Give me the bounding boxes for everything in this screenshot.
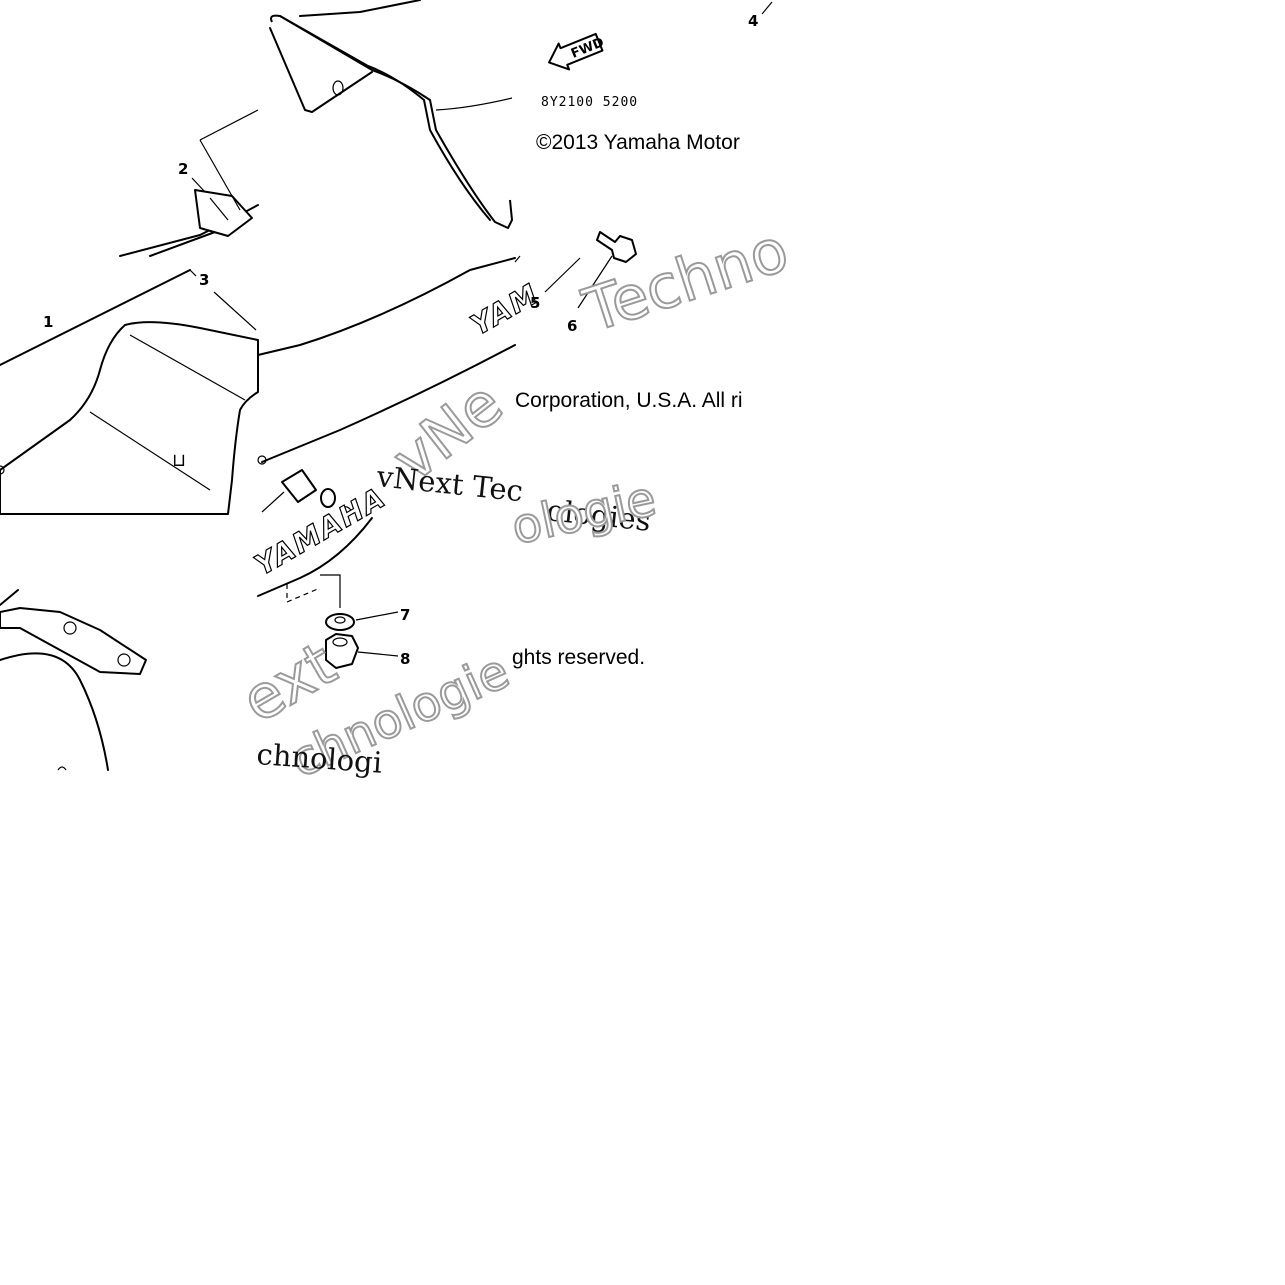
copyright-line-1: ©2013 Yamaha Motor	[536, 131, 740, 154]
leader-2	[199, 139, 241, 211]
callout-3: 3	[199, 271, 209, 289]
callout-7: 7	[400, 606, 410, 624]
callout-1: 1	[43, 313, 53, 331]
tile-top-left: 2	[119, 109, 259, 257]
washer-small	[320, 488, 336, 508]
tile-middle-left: 1 3 ⊔	[0, 269, 259, 515]
bracket-fold	[209, 197, 229, 221]
nut-part-8	[325, 633, 359, 669]
tile-top-middle	[269, 0, 513, 229]
bolt-part-6	[596, 231, 637, 263]
watermark-vnext-tec: vNext Tec	[374, 459, 524, 508]
shroud-inner	[279, 15, 491, 221]
cowl-body	[0, 321, 259, 515]
washer-part-7	[325, 613, 355, 631]
cowl-mark: ⊔	[172, 450, 186, 471]
leader-center	[261, 491, 285, 513]
fender-outline	[0, 652, 109, 771]
tile-bottom-middle: YAMAHA 7 8	[248, 480, 410, 669]
cowl-crease-2	[89, 411, 211, 491]
tile-bottom-left	[0, 589, 147, 771]
tile-middle-right: 5 6 Corporation, U.S.A. All ri	[514, 231, 743, 412]
cowl-inner-edge	[149, 231, 216, 257]
plate-hole-2	[117, 653, 131, 667]
leader-4	[761, 1, 773, 15]
shroud-top-edge	[299, 0, 421, 17]
watermark-techno: Techno	[575, 215, 796, 347]
callout-2: 2	[178, 160, 188, 178]
fwd-arrow-icon: FWD	[548, 32, 606, 71]
part-code: 8Y2100 5200	[541, 95, 638, 110]
leader-3	[213, 291, 257, 331]
watermark-ologie-faded: ologie	[507, 471, 661, 556]
panel-lower-edge	[261, 344, 516, 463]
shroud-hole	[332, 80, 344, 96]
leader-4-line	[435, 97, 513, 111]
leader-mount	[320, 574, 341, 608]
copyright-line-3: ghts reserved.	[512, 646, 645, 669]
bracket-part-2	[194, 189, 253, 237]
cowl-crease	[129, 334, 246, 401]
copyright-line-2: Corporation, U.S.A. All ri	[515, 389, 743, 412]
callout-4: 4	[748, 12, 758, 30]
tile-bottom-right: ghts reserved.	[512, 646, 645, 669]
leader-5	[544, 257, 581, 293]
shroud-frame	[270, 14, 513, 229]
mounting-plate	[0, 607, 147, 675]
leader-7	[355, 611, 399, 621]
lower-panel-edge	[257, 517, 373, 597]
plate-hole-1	[63, 621, 77, 635]
panel-top-edge	[257, 257, 516, 356]
leader-6	[577, 255, 613, 309]
leader-rail	[199, 109, 259, 141]
hole-marker	[257, 455, 267, 465]
tile-top-right: 4 FWD 8Y2100 5200 ©2013 Yamaha Motor	[536, 1, 773, 154]
callout-5: 5	[530, 294, 540, 312]
callout-8: 8	[400, 650, 410, 668]
dashed-bracket	[286, 584, 321, 603]
callout-6-upper: 6	[567, 317, 577, 335]
spacer-washer	[281, 469, 317, 503]
leader-1-rail	[0, 269, 191, 366]
leader-2-tip	[191, 177, 206, 193]
leader-8	[357, 651, 399, 657]
